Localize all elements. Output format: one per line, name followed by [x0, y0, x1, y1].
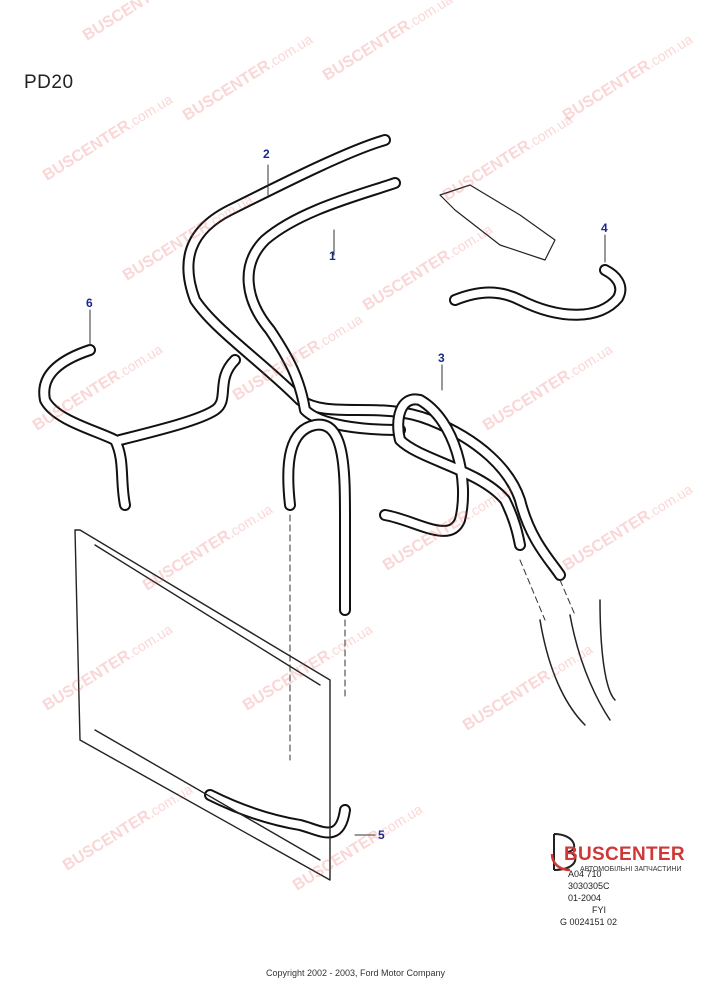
logo-emblem-icon — [550, 833, 577, 872]
callout-3: 3 — [438, 351, 445, 365]
reference-line: 3030305C — [568, 881, 610, 891]
callout-4: 4 — [601, 221, 608, 235]
logo-tagline: АВТОМОБІЛЬНІ ЗАПЧАСТИНИ — [580, 866, 682, 873]
reference-codes: A04 710 3030305C 01-2004 FYI G 0024151 0… — [552, 868, 702, 928]
copyright-notice: Copyright 2002 - 2003, Ford Motor Compan… — [265, 968, 446, 978]
reference-line: A04 710 — [568, 869, 602, 879]
callout-1: 1 — [329, 249, 336, 263]
heater-bracket — [439, 184, 556, 261]
diagram-code: PD20 — [24, 72, 74, 93]
reference-line: FYI — [592, 905, 607, 915]
callout-6: 6 — [86, 296, 93, 310]
reference-line: 01-2004 — [568, 893, 602, 903]
radiator — [74, 529, 331, 881]
callout-5: 5 — [378, 828, 385, 842]
reference-line: G 0024151 02 — [560, 917, 618, 927]
logo-text: BUSCENTER — [564, 844, 685, 865]
guide-lines — [289, 514, 576, 761]
connector-stubs — [539, 599, 616, 726]
callout-2: 2 — [263, 147, 270, 161]
leader-lines — [89, 164, 606, 836]
buscenter-logo: BUSCENTER АВТОМОБІЛЬНІ ЗАПЧАСТИНИ — [546, 832, 706, 873]
hose-6 — [38, 344, 241, 511]
